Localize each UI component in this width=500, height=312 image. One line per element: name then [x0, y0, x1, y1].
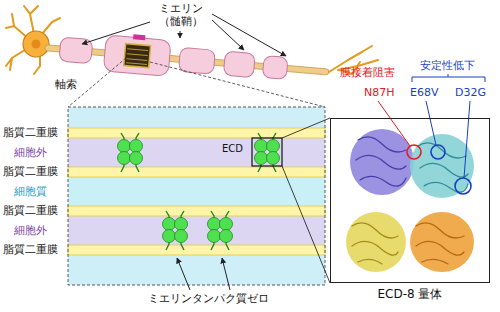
layer-label: 脂質二重膜	[3, 165, 58, 178]
ecd-structure	[330, 74, 490, 283]
layer-label: 脂質二重膜	[3, 126, 58, 139]
part-label: ミエリン （髄鞘）	[150, 2, 212, 28]
part-label: ミエリンタンパク質ゼロ	[148, 292, 269, 305]
membrane-panel	[68, 107, 330, 290]
mutation-label: D32G	[455, 86, 486, 99]
layer-label: 脂質二重膜	[3, 243, 58, 256]
space-label: 細胞外	[14, 146, 47, 159]
layer-label: 脂質二重膜	[3, 204, 58, 217]
structure-caption: ECD-8 量体	[331, 286, 489, 303]
space-label: 細胞質	[14, 185, 47, 198]
mutation-label: N87H	[364, 86, 395, 99]
part-label: 軸索	[55, 78, 77, 91]
part-label: ECD	[222, 143, 243, 155]
mutation-label: E68V	[410, 86, 438, 99]
effect-label: 膜接着阻害	[340, 66, 395, 79]
effect-label: 安定性低下	[420, 59, 475, 72]
space-label: 細胞外	[14, 224, 47, 237]
structure-panel: ECD-8 量体	[330, 118, 490, 283]
zoom-lines	[68, 58, 325, 107]
